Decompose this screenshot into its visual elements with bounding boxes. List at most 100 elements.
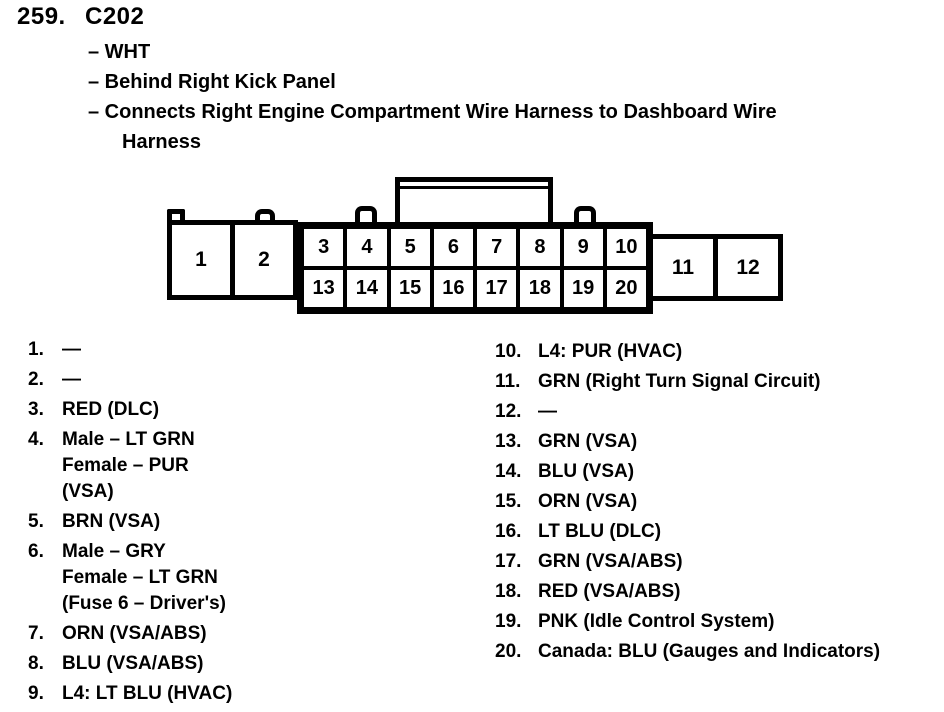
pin-number: 16. <box>495 521 522 542</box>
pin-number: 10. <box>495 341 522 362</box>
connector-id: C202 <box>85 3 145 30</box>
pin-description: Male – GRY Female – LT GRN (Fuse 6 – Dri… <box>62 539 226 617</box>
connector-notes: – WHT – Behind Right Kick Panel – Connec… <box>88 37 888 157</box>
connector-left-section: 1 2 <box>167 220 298 300</box>
pin-item-6: 6. Male – GRY Female – LT GRN (Fuse 6 – … <box>28 539 232 617</box>
pin-cell-5: 5 <box>388 227 432 268</box>
pin-number: 9. <box>28 683 44 704</box>
pin-item-16: 16. LT BLU (DLC) <box>495 519 880 545</box>
pin-cell-2: 2 <box>258 248 270 271</box>
pin-item-19: 19. PNK (Idle Control System) <box>495 609 880 635</box>
pin-item-7: 7. ORN (VSA/ABS) <box>28 621 232 647</box>
pin-item-9: 9. L4: LT BLU (HVAC) <box>28 681 232 707</box>
pin-cell-12: 12 <box>736 255 760 279</box>
pin-item-12: 12. — <box>495 399 880 425</box>
pin-description-line: (Fuse 6 – Driver's) <box>62 593 226 614</box>
cell-divider <box>713 239 718 296</box>
pin-item-20: 20. Canada: BLU (Gauges and Indicators) <box>495 639 880 665</box>
connector-right-section: 11 12 <box>648 234 783 301</box>
note-function: – Connects Right Engine Compartment Wire… <box>88 101 777 153</box>
pin-item-4: 4. Male – LT GRN Female – PUR (VSA) <box>28 427 232 505</box>
pin-description: GRN (Right Turn Signal Circuit) <box>538 371 821 392</box>
pin-number: 11. <box>495 371 521 392</box>
latch-line <box>400 186 548 189</box>
pin-description: BRN (VSA) <box>62 511 161 532</box>
pin-cell-14: 14 <box>345 268 389 309</box>
pin-item-10: 10. L4: PUR (HVAC) <box>495 339 880 365</box>
pin-item-18: 18. RED (VSA/ABS) <box>495 579 880 605</box>
connector-diagram: 1 2 3 4 5 6 7 8 9 10 13 14 15 16 17 18 1… <box>0 0 944 330</box>
pin-description: BLU (VSA) <box>538 461 635 482</box>
pin-number: 18. <box>495 581 522 602</box>
pin-cell-13: 13 <box>302 268 346 309</box>
pin-number: 15. <box>495 491 522 512</box>
pin-description: GRN (VSA/ABS) <box>538 551 683 572</box>
pin-description: BLU (VSA/ABS) <box>62 653 204 674</box>
pin-description-line: Male – GRY <box>62 541 166 562</box>
pin-item-17: 17. GRN (VSA/ABS) <box>495 549 880 575</box>
pin-item-15: 15. ORN (VSA) <box>495 489 880 515</box>
pin-description: — <box>62 339 81 360</box>
pin-description: RED (VSA/ABS) <box>538 581 681 602</box>
pin-item-3: 3. RED (DLC) <box>28 397 232 423</box>
pin-number: 2. <box>28 369 44 390</box>
pin-cell-7: 7 <box>475 227 519 268</box>
pin-number: 5. <box>28 511 44 532</box>
pin-number: 14. <box>495 461 522 482</box>
pin-number: 3. <box>28 399 44 420</box>
pin-grid: 3 4 5 6 7 8 9 10 13 14 15 16 17 18 19 20 <box>302 227 648 309</box>
pin-item-1: 1. — <box>28 337 232 363</box>
pin-cell-11: 11 <box>671 255 695 279</box>
pin-description-line: Female – PUR <box>62 455 189 476</box>
pin-description: — <box>62 369 81 390</box>
pin-cell-20: 20 <box>604 268 648 309</box>
pin-cell-8: 8 <box>518 227 562 268</box>
pin-number: 12. <box>495 401 522 422</box>
pin-cell-9: 9 <box>561 227 605 268</box>
pin-number: 19. <box>495 611 522 632</box>
item-number: 259. <box>17 3 66 30</box>
pin-item-14: 14. BLU (VSA) <box>495 459 880 485</box>
pin-number: 20. <box>495 641 522 662</box>
pin-description: ORN (VSA/ABS) <box>62 623 207 644</box>
housing-bump-cavity4 <box>355 206 377 227</box>
pin-number: 17. <box>495 551 522 572</box>
pin-list-left: 1. — 2. — 3. RED (DLC) 4. Male – LT GRN … <box>28 337 232 711</box>
pin-cell-3: 3 <box>302 227 346 268</box>
pin-cell-16: 16 <box>431 268 475 309</box>
pin-description: LT BLU (DLC) <box>538 521 662 542</box>
pin-cell-15: 15 <box>388 268 432 309</box>
note-location: – Behind Right Kick Panel <box>88 71 336 93</box>
connector-middle-section: 3 4 5 6 7 8 9 10 13 14 15 16 17 18 19 20 <box>297 222 653 314</box>
pin-description-line: Male – LT GRN <box>62 429 195 450</box>
pin-description: L4: LT BLU (HVAC) <box>62 683 233 704</box>
pin-description-line: Female – LT GRN <box>62 567 218 588</box>
pin-number: 13. <box>495 431 522 452</box>
pin-description: RED (DLC) <box>62 399 160 420</box>
pin-item-5: 5. BRN (VSA) <box>28 509 232 535</box>
cell-divider <box>230 225 235 295</box>
pin-description: ORN (VSA) <box>538 491 638 512</box>
pin-cell-17: 17 <box>475 268 519 309</box>
pin-description-line: (VSA) <box>62 481 114 502</box>
pin-item-8: 8. BLU (VSA/ABS) <box>28 651 232 677</box>
pin-cell-18: 18 <box>518 268 562 309</box>
housing-bump-cavity9 <box>574 206 596 227</box>
pin-description: GRN (VSA) <box>538 431 638 452</box>
pin-cell-1: 1 <box>195 248 207 271</box>
pin-description: PNK (Idle Control System) <box>538 611 775 632</box>
pin-number: 6. <box>28 541 44 562</box>
pin-description: Canada: BLU (Gauges and Indicators) <box>538 641 881 662</box>
pin-number: 1. <box>28 339 44 360</box>
pin-number: 8. <box>28 653 44 674</box>
pin-item-11: 11. GRN (Right Turn Signal Circuit) <box>495 369 880 395</box>
pin-description: Male – LT GRN Female – PUR (VSA) <box>62 427 195 505</box>
pin-cell-4: 4 <box>345 227 389 268</box>
pin-list-right: 10. L4: PUR (HVAC) 11. GRN (Right Turn S… <box>495 339 880 669</box>
pin-cell-6: 6 <box>431 227 475 268</box>
pin-number: 7. <box>28 623 44 644</box>
pin-number: 4. <box>28 429 44 450</box>
pin-item-2: 2. — <box>28 367 232 393</box>
pin-description: L4: PUR (HVAC) <box>538 341 683 362</box>
